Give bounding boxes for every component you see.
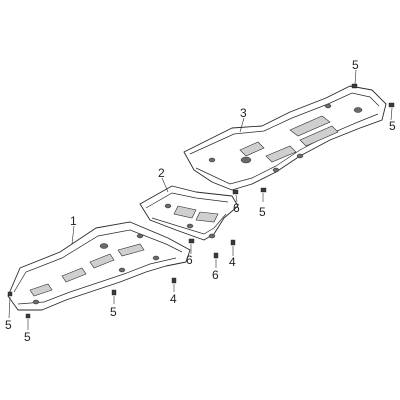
callout-bolt-mid: 6: [212, 268, 219, 282]
callout-nut-rear: 6: [233, 201, 240, 215]
screw-icon: [230, 239, 236, 246]
callout-bolt-front-left-b: 5: [24, 330, 31, 344]
screw-icon: [171, 277, 177, 284]
screw-icon: [111, 289, 117, 296]
nut-icon: [232, 189, 239, 195]
part-1-front-skid-plate: [7, 221, 191, 311]
part-2-middle-skid-plate: [139, 185, 239, 241]
nut-icon: [188, 238, 195, 244]
callout-bolt-front-mid: 5: [110, 305, 117, 319]
callout-part-3: 3: [240, 106, 247, 120]
callout-labels: 3 2 1 5 5 5 6 6 4 6 4 5 5 5: [5, 58, 396, 344]
bolt-icon: [25, 313, 31, 319]
bolt-icon: [260, 187, 267, 193]
callout-nut-mid: 6: [186, 253, 193, 267]
callout-part-1: 1: [70, 214, 77, 228]
callout-screw-mid-right: 4: [229, 255, 236, 269]
callout-bolt-front-left-a: 5: [5, 318, 12, 332]
callout-bolt-rear-right: 5: [389, 119, 396, 133]
bolt-icon: [7, 291, 13, 297]
bolt-icon: [351, 83, 358, 89]
screw-icon: [213, 252, 219, 259]
callout-bolt-rear-top: 5: [352, 58, 359, 72]
callout-screw-front: 4: [170, 292, 177, 306]
callout-bolt-rear-lower: 5: [259, 205, 266, 219]
leader-lines: [8, 69, 393, 330]
bolt-icon: [388, 102, 395, 108]
part-3-rear-skid-plate: [183, 85, 387, 191]
fasteners: [7, 83, 395, 319]
callout-part-2: 2: [158, 166, 165, 180]
